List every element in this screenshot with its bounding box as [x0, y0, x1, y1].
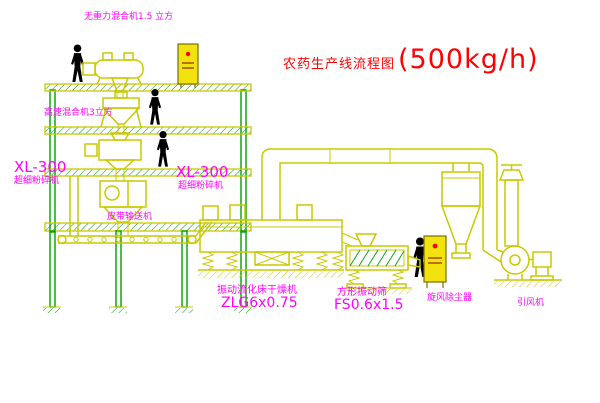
label-high-speed-mixer: 高速混合机3立方	[44, 108, 113, 118]
label-left-mill-model: XL-300	[14, 158, 67, 176]
down-chute	[69, 176, 79, 236]
label-mid-mill-model: XL-300	[176, 163, 229, 181]
indicator-light	[432, 243, 438, 249]
building-structure	[43, 83, 252, 313]
person-figure	[148, 89, 162, 125]
fan-motor	[529, 251, 554, 281]
label-dryer-name: 振动流化床干燥机	[217, 285, 297, 296]
label-screen-name: 方形振动筛	[337, 287, 387, 298]
indicator-light	[185, 51, 191, 57]
top-mixer	[82, 52, 144, 98]
mid-mill	[99, 180, 147, 236]
label-dryer-model: ZLG6x0.75	[221, 295, 298, 311]
label-mid-mill-name: 超细粉碎机	[178, 181, 224, 191]
exhaust-stack	[498, 164, 525, 247]
ground-footings	[43, 306, 252, 313]
control-panel-2	[423, 235, 447, 288]
person-figure	[156, 131, 170, 167]
label-screen-model: FS0.6x1.5	[334, 297, 404, 313]
label-top-mixer: 无重力混合机1.5 立方	[84, 12, 174, 22]
cyclone-separator	[440, 163, 482, 259]
left-mill	[84, 132, 142, 181]
title-text: 农药生产线流程图	[283, 57, 396, 72]
vibrating-screen	[342, 233, 421, 294]
induced-draft-fan	[482, 245, 562, 287]
label-fan: 引风机	[517, 298, 545, 308]
belt-conveyor	[57, 221, 213, 245]
high-speed-mixer	[100, 91, 142, 133]
person-figure	[71, 44, 84, 83]
label-cyclone: 旋风除尘器	[427, 293, 473, 303]
label-left-mill-name: 超细粉碎机	[14, 176, 60, 186]
control-panel-1	[177, 43, 199, 88]
title-capacity: (500kg/h)	[398, 44, 539, 75]
exhaust-duct	[261, 148, 498, 250]
diagram-title: 农药生产线流程图 (500kg/h)	[283, 44, 539, 75]
label-belt-conveyor: 皮带输送机	[107, 212, 153, 222]
fluid-bed-dryer	[198, 204, 359, 278]
